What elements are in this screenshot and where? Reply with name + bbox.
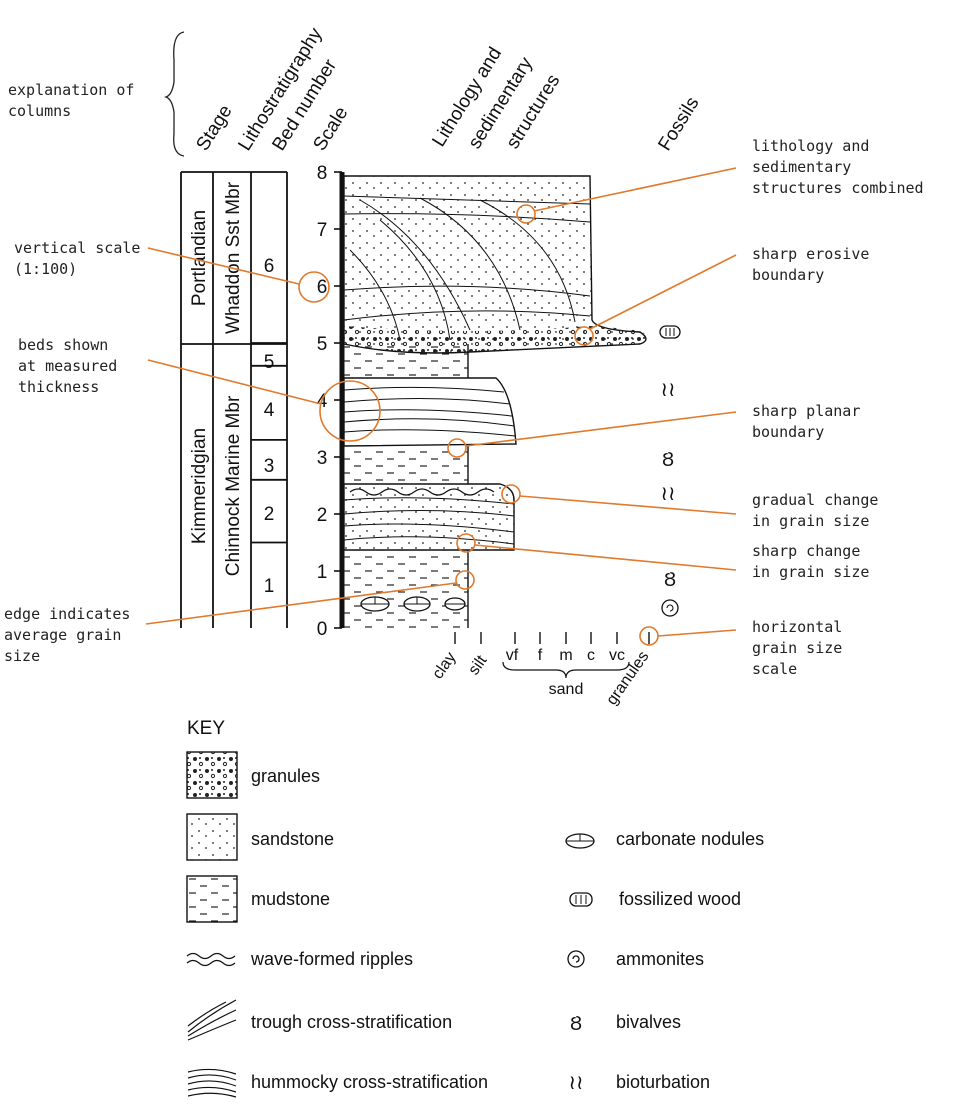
key-hummocky-label: hummocky cross-stratification bbox=[251, 1072, 488, 1092]
key-bioturbation-label: bioturbation bbox=[616, 1072, 710, 1092]
scale-tick-label: 1 bbox=[317, 562, 328, 583]
annot-lith-2: sedimentary bbox=[752, 158, 851, 176]
bed-number-5: 5 bbox=[264, 352, 275, 373]
grain-sand-label: sand bbox=[549, 681, 584, 698]
header-stage: Stage bbox=[192, 101, 236, 154]
annot-planar-1: sharp planar bbox=[752, 402, 860, 420]
annot-erosive-1: sharp erosive bbox=[752, 245, 869, 263]
key-granules-swatch bbox=[186, 751, 238, 799]
carbonate-nodule-icon bbox=[565, 833, 595, 849]
annot-sharpchange-2: in grain size bbox=[752, 563, 869, 581]
bed-number-4: 4 bbox=[264, 400, 275, 421]
explanation-label-2: columns bbox=[8, 102, 71, 120]
scale-tick-label: 7 bbox=[317, 220, 328, 241]
stage-columns bbox=[180, 171, 288, 628]
key-mudstone-swatch bbox=[186, 875, 238, 923]
explanation-brace bbox=[163, 31, 185, 157]
annot-gradual-2: in grain size bbox=[752, 512, 869, 530]
member-whaddon: Whaddon Sst Mbr bbox=[223, 181, 244, 334]
key-sandstone-swatch bbox=[186, 813, 238, 861]
bivalve-icon-key: Ȣ bbox=[570, 1013, 582, 1035]
key-trough-label: trough cross-stratification bbox=[251, 1012, 452, 1032]
bivalve-icon-2: Ȣ bbox=[664, 569, 676, 591]
grain-m-label: m bbox=[559, 647, 572, 664]
scale-tick-label: 6 bbox=[317, 277, 328, 298]
explanation-label-1: explanation of bbox=[8, 81, 134, 99]
grain-clay-label: clay bbox=[429, 649, 459, 682]
hummocky-cross-strat-icon bbox=[187, 1068, 237, 1098]
annot-beds-shown-2: at measured bbox=[18, 357, 117, 375]
header-fossils: Fossils bbox=[654, 93, 703, 154]
fossil-wood-icon-key bbox=[569, 892, 593, 907]
key-ammonites-label: ammonites bbox=[616, 949, 704, 969]
annot-planar-2: boundary bbox=[752, 423, 824, 441]
key-granules-label: granules bbox=[251, 766, 320, 786]
annot-lith-1: lithology and bbox=[752, 137, 869, 155]
grain-silt-label: silt bbox=[465, 652, 490, 678]
bed-dividers bbox=[251, 342, 287, 544]
trough-cross-strat-icon bbox=[187, 999, 237, 1041]
grain-size-ticks bbox=[454, 632, 650, 644]
stage-kimmeridgian: Kimmeridgian bbox=[189, 428, 210, 544]
key-title: KEY bbox=[187, 718, 225, 739]
scale-tick-label: 0 bbox=[317, 619, 328, 640]
annot-gradual-1: gradual change bbox=[752, 491, 878, 509]
stage-portlandian: Portlandian bbox=[189, 210, 210, 306]
annot-vertical-scale-2: (1:100) bbox=[14, 260, 77, 278]
grain-f-label: f bbox=[538, 647, 543, 664]
annot-horiz-1: horizontal bbox=[752, 618, 842, 636]
scale-tick-label: 5 bbox=[317, 334, 328, 355]
annot-erosive-2: boundary bbox=[752, 266, 824, 284]
annot-horiz-3: scale bbox=[752, 660, 797, 678]
annot-lith-3: structures combined bbox=[752, 179, 924, 197]
grain-vc-label: vc bbox=[609, 647, 625, 664]
ripples-icon bbox=[186, 952, 236, 967]
grain-vf-label: vf bbox=[506, 647, 519, 664]
bioturbation-icon-2: ≀≀ bbox=[661, 483, 676, 505]
bed-number-2: 2 bbox=[264, 504, 275, 525]
lithology-column bbox=[343, 175, 647, 628]
bivalve-icon: Ȣ bbox=[662, 449, 674, 471]
ammonite-icon-key bbox=[567, 950, 585, 968]
scale-tick-label: 2 bbox=[317, 505, 328, 526]
ammonite-icon bbox=[661, 599, 679, 617]
key-bivalves-label: bivalves bbox=[616, 1012, 681, 1032]
key-mudstone-label: mudstone bbox=[251, 889, 330, 909]
bed-number-3: 3 bbox=[264, 456, 275, 477]
bioturbation-icon-key: ≀≀ bbox=[569, 1072, 584, 1094]
annot-vertical-scale-1: vertical scale bbox=[14, 239, 140, 257]
scale-tick-label: 8 bbox=[317, 163, 328, 184]
grain-c-label: c bbox=[587, 647, 595, 664]
bed-number-1: 1 bbox=[264, 576, 275, 597]
scale-tick-label: 3 bbox=[317, 448, 328, 469]
bed-number-6: 6 bbox=[264, 256, 275, 277]
key-wood-label: fossilized wood bbox=[619, 889, 741, 909]
bioturbation-icon: ≀≀ bbox=[661, 379, 676, 401]
key-nodules-label: carbonate nodules bbox=[616, 829, 764, 849]
header-scale: Scale bbox=[309, 103, 352, 154]
key-ripples-label: wave-formed ripples bbox=[250, 949, 413, 969]
key-sandstone-label: sandstone bbox=[251, 829, 334, 849]
annot-beds-shown-1: beds shown bbox=[18, 336, 108, 354]
annot-horiz-2: grain size bbox=[752, 639, 842, 657]
annot-edge-3: size bbox=[4, 647, 40, 665]
member-chinnock: Chinnock Marine Mbr bbox=[223, 395, 244, 576]
annot-edge-2: average grain bbox=[4, 626, 121, 644]
annot-sharpchange-1: sharp change bbox=[752, 542, 860, 560]
annot-beds-shown-3: thickness bbox=[18, 378, 99, 396]
fossil-wood-icon bbox=[659, 325, 681, 339]
annot-edge-1: edge indicates bbox=[4, 605, 130, 623]
annotation-leaders bbox=[145, 167, 737, 646]
sand-brace bbox=[502, 661, 630, 679]
